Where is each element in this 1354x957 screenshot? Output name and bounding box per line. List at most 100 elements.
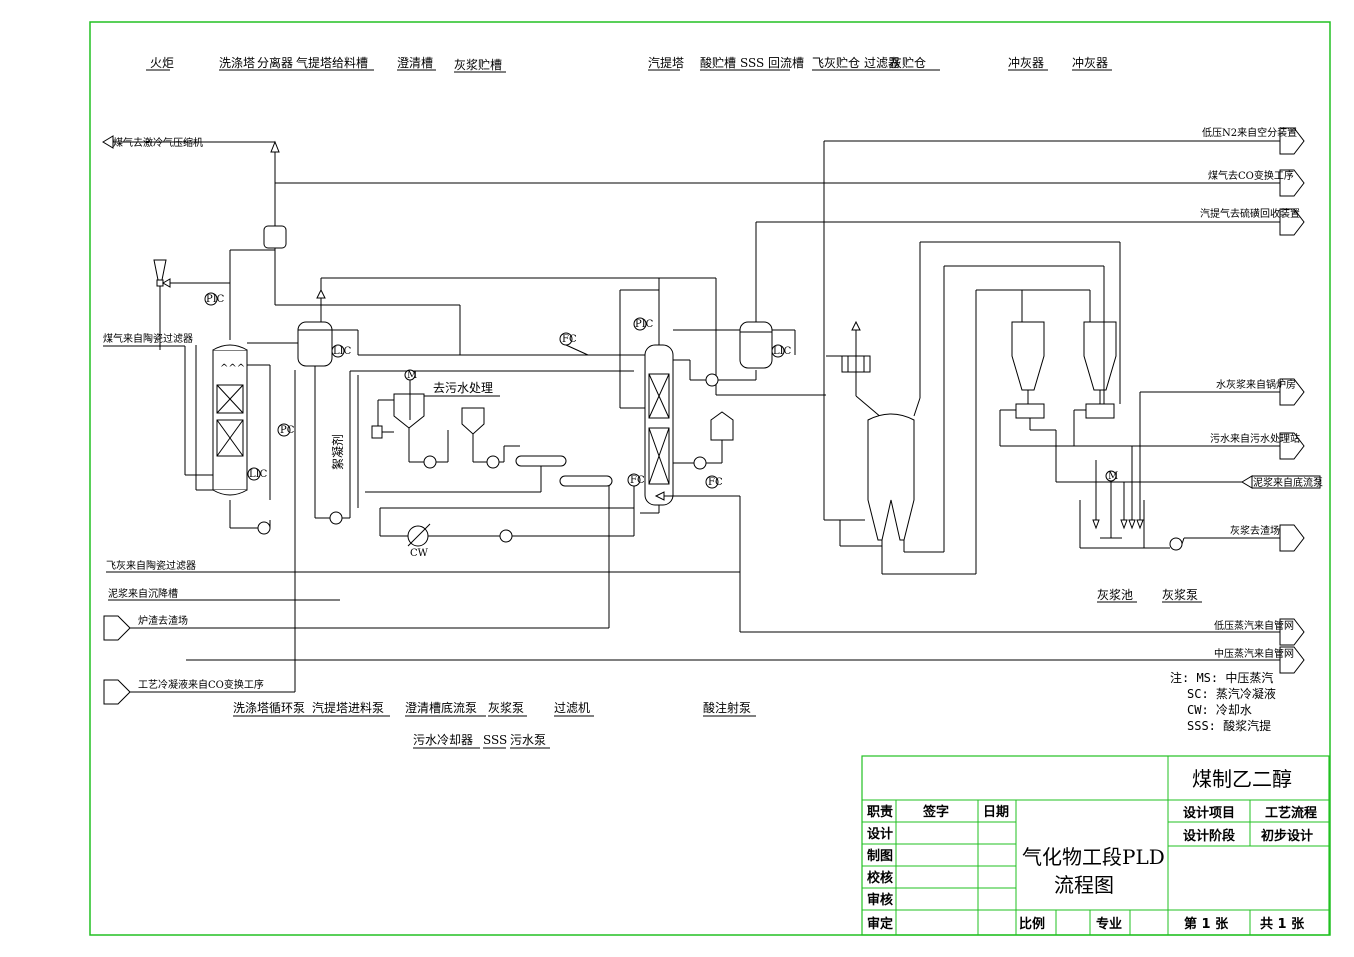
label-to-wastewater: 去污水处理 (433, 381, 493, 395)
stream-slag-to-yard: 炉渣去渣场 (138, 614, 188, 627)
inlet-water-ash-icon (1279, 378, 1305, 406)
acid-tank (710, 411, 734, 441)
svg-text:M: M (1108, 471, 1118, 482)
label-clarifier-underflow-pump: 澄清槽底流泵 (405, 700, 477, 715)
label-ash-slurry-pit: 灰浆池 (1097, 587, 1133, 602)
stream-mp-steam: 中压蒸汽来自管网 (1214, 647, 1294, 660)
svg-text:LIC: LIC (773, 346, 792, 357)
legend-notes: 注: MS: 中压蒸汽 SC: 蒸汽冷凝液 CW: 冷却水 SSS: 酸浆汽提 (1170, 670, 1276, 733)
label-ash-slurry-pump: 灰浆泵 (488, 700, 524, 715)
stream-gas-from-filter: 煤气来自陶瓷过滤器 (103, 332, 193, 345)
outlet-slag-icon (103, 615, 131, 641)
svg-text:LIC: LIC (333, 346, 352, 357)
drawing-title-line2: 流程图 (1054, 873, 1114, 897)
role-review: 审核 (867, 892, 893, 908)
stream-condensate-from-co: 工艺冷凝液来自CO变换工序 (138, 678, 264, 691)
inlet-n2-icon (1279, 127, 1305, 155)
inlet-lp-steam-icon (1279, 618, 1305, 646)
note-sss: SSS: 酸浆汽提 (1187, 718, 1271, 733)
svg-text:PIC: PIC (635, 319, 654, 330)
ash-flusher-2 (1083, 321, 1117, 391)
flare-stack (153, 259, 167, 281)
ash-slurry-pump (486, 455, 500, 469)
sss-reflux-tank (739, 321, 773, 369)
label-scrubber-circ-pump: 洗涤塔循环泵 (233, 701, 305, 715)
label-filter: 过滤器 (864, 56, 900, 70)
stream-gas-to-compressor: 煤气去激冷气压缩机 (113, 136, 203, 149)
svg-text:FC: FC (562, 334, 577, 345)
svg-text:M: M (407, 370, 417, 381)
clarifier-underflow-pump (423, 455, 437, 469)
stream-mud-from-settler: 泥浆来自沉降槽 (108, 587, 178, 600)
label-ash-silo: 灰贮仓 (890, 55, 926, 70)
ash-slurry-tank (461, 407, 485, 435)
discipline-label: 专业 (1096, 916, 1122, 932)
svg-text:^^^: ^^^ (220, 363, 245, 374)
label-wastewater-pump: 污水泵 (510, 733, 546, 747)
sign-header: 签字 (922, 804, 949, 820)
stream-lp-n2: 低压N2来自空分装置 (1202, 126, 1297, 139)
sheet-total: 共 1 张 (1260, 916, 1305, 932)
label-filter-press: 过滤机 (554, 701, 590, 715)
role-draft: 制图 (867, 848, 893, 864)
svg-text:FC: FC (708, 477, 723, 488)
stream-lp-steam: 低压蒸汽来自管网 (1214, 619, 1294, 632)
svg-text:FC: FC (630, 475, 645, 486)
note-sc: SC: 蒸汽冷凝液 (1187, 686, 1276, 701)
note-cw: CW: 冷却水 (1187, 703, 1252, 717)
stripper-feed-pump (329, 511, 343, 525)
scale-label: 比例 (1019, 916, 1045, 932)
role-approve: 审定 (867, 916, 893, 932)
stream-wastewater-from-plant: 污水来自污水处理站 (1210, 432, 1300, 445)
drawing-frame (89, 21, 1331, 936)
separator-drum (263, 225, 287, 249)
clarifier-section: M 去污水处理 絮凝剂 CW (330, 354, 645, 628)
stripper-section: FC PIC FC LIC (460, 222, 796, 632)
ash-section: M (780, 141, 1185, 575)
stripper-feed-tank (297, 321, 333, 367)
stream-ash-slurry-to-yard: 灰浆去渣场 (1230, 524, 1280, 537)
outlet-ash-slurry-icon (1279, 524, 1305, 552)
outlet-co-shift-icon (1279, 169, 1305, 197)
top-equipment-labels: 火炬 洗涤塔 分离器 气提塔给料槽 澄清槽 灰浆贮槽 汽提塔 酸贮槽 SSS 回… (146, 55, 1112, 73)
right-streams: 低压N2来自空分装置 煤气去CO变换工序 汽提气去硫磺回收装置 水灰浆来自锅炉房… (186, 126, 1323, 674)
stream-flyash-from-filter: 飞灰来自陶瓷过滤器 (106, 559, 196, 572)
inlet-mud-box (1251, 475, 1321, 489)
design-item-value: 工艺流程 (1265, 805, 1317, 821)
clarifier-tank (393, 393, 425, 429)
label-sss: SSS (483, 733, 507, 747)
label-sss-reflux-tank: SSS 回流槽 (740, 56, 804, 70)
label-wastewater-cooler: 污水冷却器 (413, 733, 473, 747)
label-stripper-feed-tank: 气提塔给料槽 (296, 55, 368, 70)
stream-mud-from-underflow: 泥浆来自底流泵 (1253, 476, 1323, 489)
inlet-mud-arrow (1241, 475, 1253, 489)
outlet-arrow-left (102, 135, 114, 149)
label-acid-tank: 酸贮槽 (700, 55, 736, 70)
label-flare: 火炬 (150, 56, 174, 70)
label-separator: 分离器 (257, 55, 293, 70)
label-flocculant: 絮凝剂 (330, 434, 345, 470)
svg-text:CW: CW (410, 548, 429, 559)
role-design: 设计 (867, 826, 893, 842)
label-ash-flusher-1: 冲灰器 (1008, 55, 1044, 70)
svg-text:PC: PC (280, 425, 295, 436)
ash-silo (867, 413, 915, 541)
label-stripper-feed-pump: 汽提塔进料泵 (312, 700, 384, 715)
label-ash-slurry-tank: 灰浆贮槽 (454, 57, 502, 72)
inlet-mp-steam-icon (1279, 646, 1305, 674)
scrubber-circulation-pump (257, 521, 271, 535)
label-clarifier: 澄清槽 (397, 55, 433, 70)
filter-press (515, 455, 567, 467)
wastewater-pump (499, 529, 513, 543)
label-scrubber: 洗涤塔 (219, 56, 255, 70)
acid-injection-pump (693, 456, 707, 470)
inlet-condensate-icon (103, 679, 131, 705)
bottom-equipment-labels: 洗涤塔循环泵 汽提塔进料泵 澄清槽底流泵 灰浆泵 过滤机 酸注射泵 污水冷却器 … (233, 587, 1202, 749)
note-ms: 注: MS: 中压蒸汽 (1170, 670, 1273, 685)
design-stage-label: 设计阶段 (1183, 828, 1235, 844)
role-header: 职责 (867, 804, 893, 820)
sheet-number: 第 1 张 (1184, 916, 1229, 932)
left-streams: 煤气去激冷气压缩机 煤气来自陶瓷过滤器 飞灰来自陶瓷过滤器 泥浆来自沉降槽 炉渣… (102, 135, 740, 705)
svg-text:PIC: PIC (206, 294, 225, 305)
